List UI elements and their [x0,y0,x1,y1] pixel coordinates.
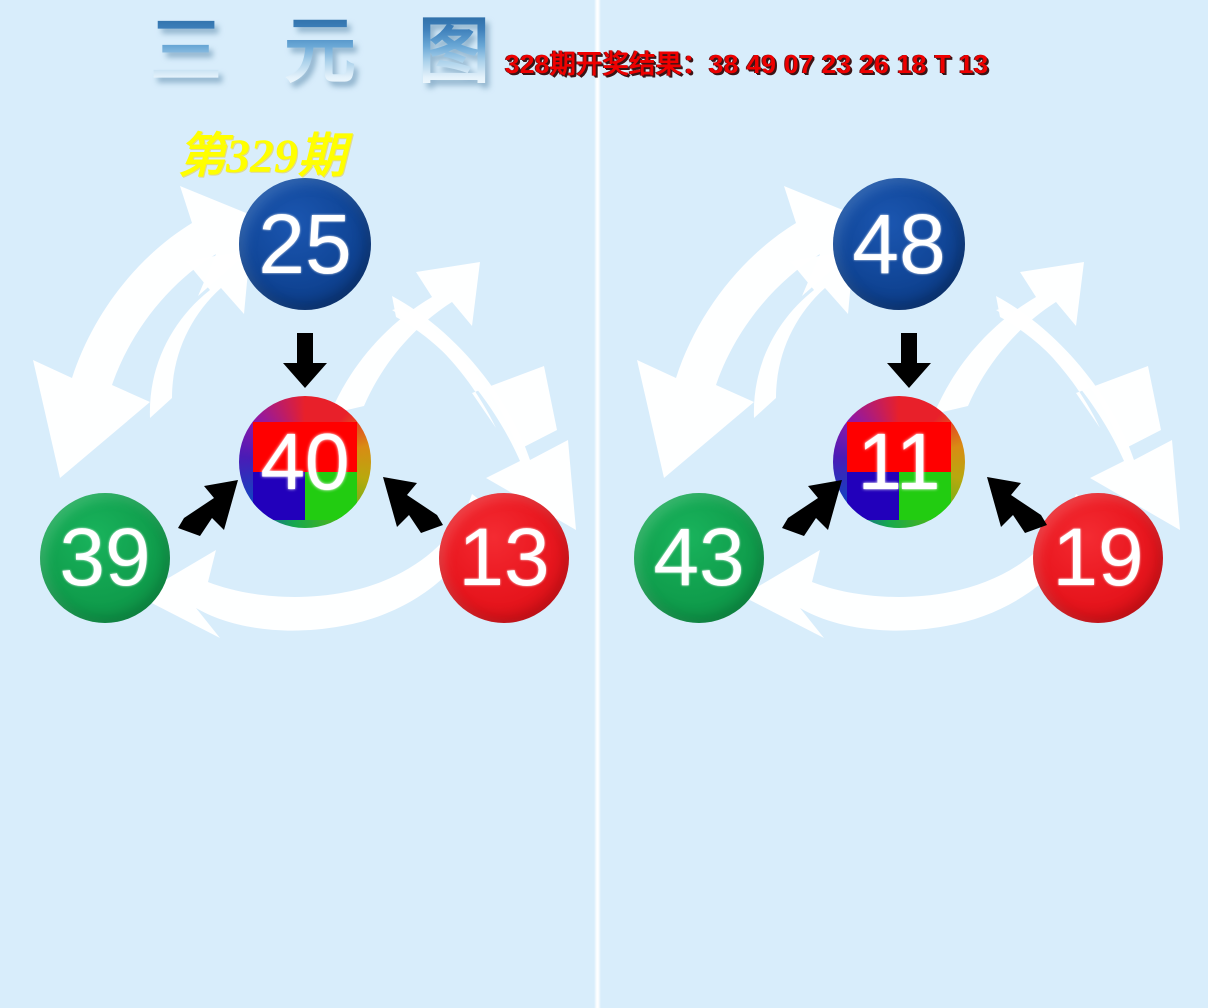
issue-label: 第329期 [178,130,347,183]
previous-draw-result: 328期开奖结果：38 49 07 23 26 18 T 13 [505,49,989,79]
black-up-left-arrow-icon [383,477,443,533]
ball-left-green[interactable]: 39 [40,493,170,623]
ball-left-green[interactable]: 43 [634,493,764,623]
black-down-arrow-icon [887,333,931,388]
ball-top-blue-value: 25 [258,197,352,291]
ball-center-value: 11 [857,417,941,506]
ball-right-red-value: 13 [458,512,550,603]
black-up-right-arrow-icon [178,480,238,536]
panel-right: 48 43 19 11 [604,0,1208,1008]
panel-divider [594,0,601,1008]
ball-top-blue[interactable]: 25 [239,178,371,310]
ball-right-red[interactable]: 19 [1033,493,1163,623]
black-up-right-arrow-icon [782,480,842,536]
ball-left-green-value: 39 [59,512,151,603]
ball-top-blue-value: 48 [852,197,946,291]
page-title: 三 元 图 [150,12,513,92]
ball-right-red[interactable]: 13 [439,493,569,623]
black-down-arrow-icon [283,333,327,388]
ball-top-blue[interactable]: 48 [833,178,965,310]
ball-center-value: 40 [260,417,350,506]
ball-left-green-value: 43 [653,512,745,603]
ball-right-red-value: 19 [1052,512,1144,603]
black-up-left-arrow-icon [987,477,1047,533]
ball-center-tricolor[interactable]: 11 [833,396,965,528]
ball-center-tricolor[interactable]: 40 [239,396,371,528]
panel-left: 25 39 13 40 [33,178,576,638]
